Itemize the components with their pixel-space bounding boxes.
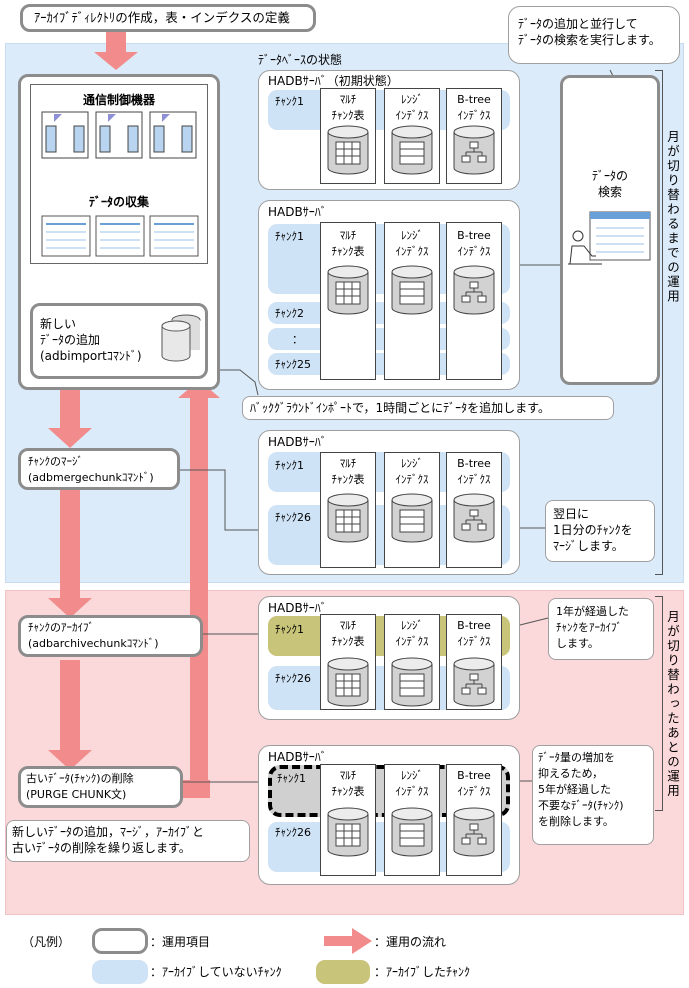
search-bubble [508, 6, 680, 64]
search-bubble-text: ﾃﾞｰﾀの追加と並行して ﾃﾞｰﾀの検索を実行します。 [518, 17, 661, 47]
server-title: HADBｻｰﾊﾞ [268, 750, 327, 764]
new-data-label: 新しい ﾃﾞｰﾀの追加 (adbimportｺﾏﾝﾄﾞ) [40, 317, 142, 363]
chunk-label: ﾁｬﾝｸ1 [275, 230, 304, 243]
col-label: B-tree ｲﾝﾃﾞｸｽ [457, 619, 491, 648]
chunk-label: ﾁｬﾝｸ1 [277, 772, 306, 785]
top-step-label: ｱｰｶｲﾌﾞﾃﾞｨﾚｸﾄﾘの作成，表・インデクスの定義 [34, 10, 290, 25]
chunk-label: ﾁｬﾝｸ26 [275, 672, 311, 685]
delete-note [532, 745, 654, 845]
chunk-label: ﾁｬﾝｸ26 [275, 826, 311, 839]
server-title: HADBｻｰﾊﾞ [268, 205, 327, 219]
col-label: B-tree ｲﾝﾃﾞｸｽ [457, 457, 491, 486]
delete-op-box [18, 766, 183, 808]
legend-archived-swatch [316, 960, 370, 984]
delete-note-text: ﾃﾞｰﾀ量の増加を 抑えるため， 5年が経過した 不要なﾃﾞｰﾀ(ﾁｬﾝｸ) を… [538, 751, 624, 828]
col-label: ﾏﾙﾁ ﾁｬﾝｸ表 [331, 457, 365, 486]
repeat-note-text: 新しいﾃﾞｰﾀの追加，ﾏｰｼﾞ，ｱｰｶｲﾌﾞと 古いﾃﾞｰﾀの削除を繰り返します… [12, 825, 205, 855]
chunk-label: ﾁｬﾝｸ1 [275, 95, 304, 108]
col-label: B-tree ｲﾝﾃﾞｸｽ [457, 229, 491, 258]
archive-note-text: 1年が経過した ﾁｬﾝｸをｱｰｶｲﾌﾞ します。 [556, 605, 629, 650]
data-collection-label: ﾃﾞｰﾀの収集 [88, 195, 149, 209]
merge-op-label: ﾁｬﾝｸのﾏｰｼﾞ (adbmergechunkｺﾏﾝﾄﾞ) [28, 455, 154, 484]
legend-op-flow-label: ：運用の流れ [374, 935, 447, 949]
bracket-pink [655, 596, 663, 811]
db-state-label: ﾃﾞｰﾀﾍﾞｰｽの状態 [258, 53, 343, 67]
delete-op-label: 古いﾃﾞｰﾀ(ﾁｬﾝｸ)の削除 (PURGE CHUNK文) [26, 772, 134, 801]
col-label: ﾚﾝｼﾞ ｲﾝﾃﾞｸｽ [395, 769, 429, 798]
col-label: ﾏﾙﾁ ﾁｬﾝｸ表 [331, 619, 365, 648]
top-step-box [20, 4, 316, 32]
comm-device-icons [41, 111, 197, 159]
server-title: HADBｻｰﾊﾞ [268, 601, 327, 615]
col-label: ﾚﾝｼﾞ ｲﾝﾃﾞｸｽ [395, 457, 429, 486]
archive-op-box [18, 615, 203, 657]
col-label: ﾚﾝｼﾞ ｲﾝﾃﾞｸｽ [395, 619, 429, 648]
legend-flow-arrow-icon [324, 928, 372, 954]
chunk-label: ﾁｬﾝｸ1 [275, 623, 304, 636]
document-icons [41, 215, 199, 257]
merge-op-box [18, 448, 180, 490]
side-label-before: 月が切り替わるまでの運用 [665, 130, 680, 304]
bg-import-note [242, 396, 614, 420]
search-label: ﾃﾞｰﾀの 検索 [591, 169, 628, 199]
chunk-label: ﾁｬﾝｸ2 [275, 307, 304, 320]
bracket-blue [655, 70, 663, 575]
side-label-after: 月が切り替わったあとの運用 [665, 610, 680, 799]
legend-not-archived-swatch [92, 960, 148, 984]
legend-op-item-swatch [92, 928, 148, 954]
legend-not-archived-label: ：ｱｰｶｲﾌﾞしていないﾁｬﾝｸ [150, 965, 282, 979]
col-label: B-tree ｲﾝﾃﾞｸｽ [457, 769, 491, 798]
col-label: ﾏﾙﾁ ﾁｬﾝｸ表 [331, 93, 365, 122]
comm-device-title: 通信制御機器 [82, 93, 155, 107]
repeat-note [6, 820, 250, 862]
col-label: ﾏﾙﾁ ﾁｬﾝｸ表 [331, 229, 365, 258]
chunk-label: ： [292, 333, 303, 346]
server-title: HADBｻｰﾊﾞ（初期状態） [268, 74, 399, 88]
archive-note [548, 598, 654, 660]
merge-note [545, 500, 655, 562]
col-label: ﾚﾝｼﾞ ｲﾝﾃﾞｸｽ [395, 93, 429, 122]
server-title: HADBｻｰﾊﾞ [268, 435, 327, 449]
col-label: ﾏﾙﾁ ﾁｬﾝｸ表 [331, 769, 365, 798]
chunk-label: ﾁｬﾝｸ26 [275, 511, 311, 524]
chunk-label: ﾁｬﾝｸ1 [275, 459, 304, 472]
legend-title: （凡例） [22, 935, 71, 949]
chunk-label: ﾁｬﾝｸ25 [275, 358, 311, 371]
col-label: ﾚﾝｼﾞ ｲﾝﾃﾞｸｽ [395, 229, 429, 258]
col-label: B-tree ｲﾝﾃﾞｸｽ [457, 93, 491, 122]
legend-op-item-label: ：運用項目 [150, 935, 211, 949]
archive-op-label: ﾁｬﾝｸのｱｰｶｲﾌﾞ (adbarchivechunkｺﾏﾝﾄﾞ) [28, 621, 159, 650]
legend-archived-label: ：ｱｰｶｲﾌﾞしたﾁｬﾝｸ [374, 965, 471, 979]
merge-note-text: 翌日に 1日分のﾁｬﾝｸを ﾏｰｼﾞします。 [553, 507, 633, 553]
bg-import-text: ﾊﾞｯｸｸﾞﾗｳﾝﾄﾞｲﾝﾎﾟｰﾄで，1時間ごとにﾃﾞｰﾀを追加します。 [250, 401, 550, 415]
database-icon [161, 314, 201, 362]
user-terminal-icon [568, 211, 651, 265]
